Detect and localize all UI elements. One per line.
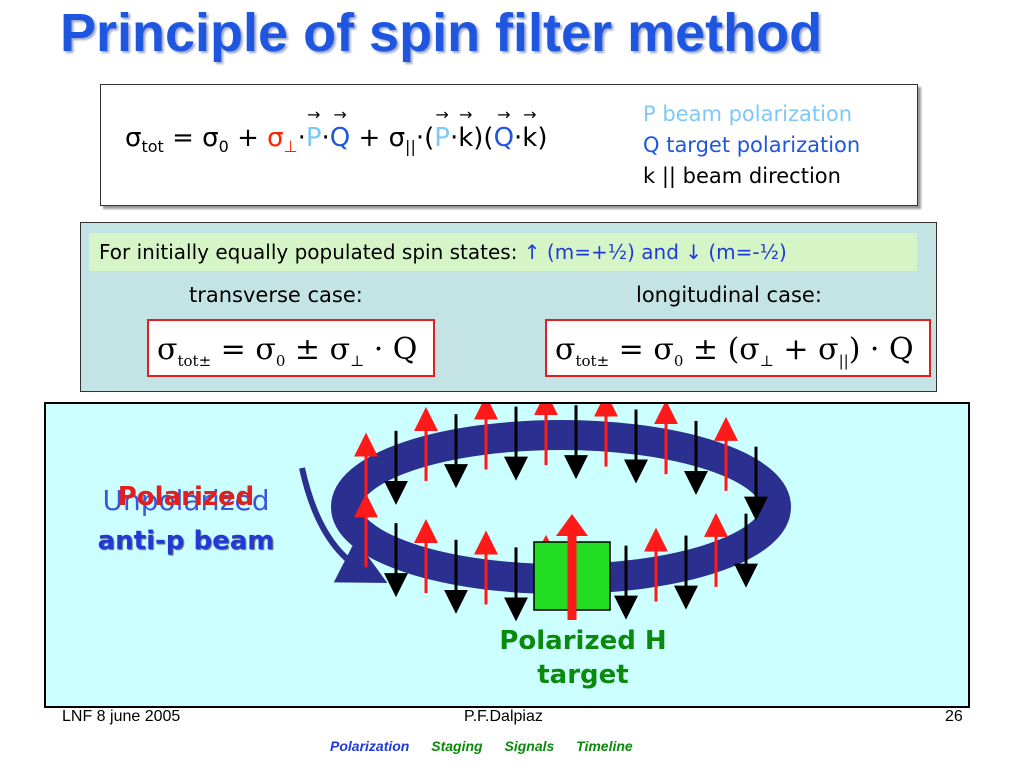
eq-zero: 0 <box>673 352 684 370</box>
vector-k: k <box>458 123 473 153</box>
target-label: Polarized H target <box>478 624 688 692</box>
formula-parens: )( <box>473 123 494 153</box>
storage-ring-diagram: Unpolarized Polarized anti-p beam Polari… <box>44 402 970 708</box>
formula-legend: P beam polarization Q target polarizatio… <box>643 99 860 192</box>
eq-tail: ) · Q <box>848 332 914 367</box>
beam-injection-arrow <box>299 467 388 583</box>
nav-signals[interactable]: Signals <box>504 738 555 754</box>
vector-p: P <box>306 123 322 153</box>
formula-plus: + <box>228 123 268 153</box>
dot: · <box>321 123 330 153</box>
legend-p: P beam polarization <box>643 102 853 126</box>
vector-k: k <box>522 123 537 153</box>
dot: · <box>297 123 306 153</box>
cross-section-formula-box: σtot = σ0 + σ⊥·P·Q + σ||·(P·k)(Q·k) P be… <box>100 84 918 206</box>
dot: · <box>449 123 459 153</box>
nav-links: Polarization Staging Signals Timeline <box>330 738 651 754</box>
transverse-case-label: transverse case: <box>189 283 363 307</box>
longitudinal-equation: σtot± = σ0 ± (σ⊥ + σ||) · Q <box>545 319 931 377</box>
unpolarized-label: Unpolarized <box>102 484 270 517</box>
eq-sub: tot± <box>177 352 212 370</box>
footer-page-number: 26 <box>945 708 963 725</box>
tot-subscript: tot <box>141 137 164 157</box>
banner-text: For initially equally populated spin sta… <box>99 240 524 264</box>
par-subscript: || <box>405 137 416 157</box>
cross-section-formula: σtot = σ0 + σ⊥·P·Q + σ||·(P·k)(Q·k) <box>125 123 548 156</box>
perp-subscript: ⊥ <box>283 137 298 157</box>
vector-q: Q <box>330 123 350 153</box>
banner-spin-states: ↑ (m=+½) and ↓ (m=-½) <box>523 240 787 264</box>
footer-author: P.F.Dalpiaz <box>464 708 543 725</box>
target-polarization-arrowhead <box>556 514 588 536</box>
nav-timeline[interactable]: Timeline <box>576 738 633 754</box>
longitudinal-case-label: longitudinal case: <box>636 283 822 307</box>
footer-date: LNF 8 june 2005 <box>62 708 181 725</box>
eq-rhs: = σ <box>211 332 276 367</box>
eq-tail: · Q <box>364 332 418 367</box>
eq-par: || <box>838 352 849 370</box>
eq-plus: + σ <box>773 332 839 367</box>
eq-perp: ⊥ <box>759 352 774 370</box>
target-label-line1: Polarized H <box>499 626 667 656</box>
spin-states-banner: For initially equally populated spin sta… <box>89 233 917 271</box>
eq-rhs: = σ <box>609 332 674 367</box>
formula-open: ·( <box>415 123 435 153</box>
sigma-perp: σ <box>267 123 284 153</box>
eq-pm: ± (σ <box>683 332 760 367</box>
eq-sub: tot± <box>575 352 610 370</box>
dot: · <box>514 123 523 153</box>
transverse-equation: σtot± = σ0 ± σ⊥ · Q <box>147 319 435 377</box>
eq-zero: 0 <box>275 352 286 370</box>
nav-polarization[interactable]: Polarization <box>330 738 410 754</box>
vector-p: P <box>434 123 450 153</box>
polarized-label: Polarized <box>117 482 255 512</box>
eq-perp: ⊥ <box>350 352 365 370</box>
sigma-symbol: σ <box>125 123 142 153</box>
legend-k: k || beam direction <box>643 164 841 188</box>
vector-q: Q <box>494 123 514 153</box>
formula-equals: = σ <box>163 123 219 153</box>
eq-sigma: σ <box>157 332 178 367</box>
eq-sigma: σ <box>555 332 576 367</box>
ring-illustration <box>299 404 791 622</box>
target-label-line2: target <box>537 660 629 690</box>
nav-staging[interactable]: Staging <box>431 738 483 754</box>
formula-plus-sigma: + σ <box>350 123 406 153</box>
zero-subscript: 0 <box>218 137 229 157</box>
formula-close: ) <box>537 123 548 153</box>
eq-pm: ± σ <box>285 332 351 367</box>
slide-title: Principle of spin filter method <box>60 3 823 63</box>
anti-p-beam-label: anti-p beam <box>97 526 275 556</box>
cases-panel: For initially equally populated spin sta… <box>80 222 937 392</box>
legend-q: Q target polarization <box>643 133 861 157</box>
